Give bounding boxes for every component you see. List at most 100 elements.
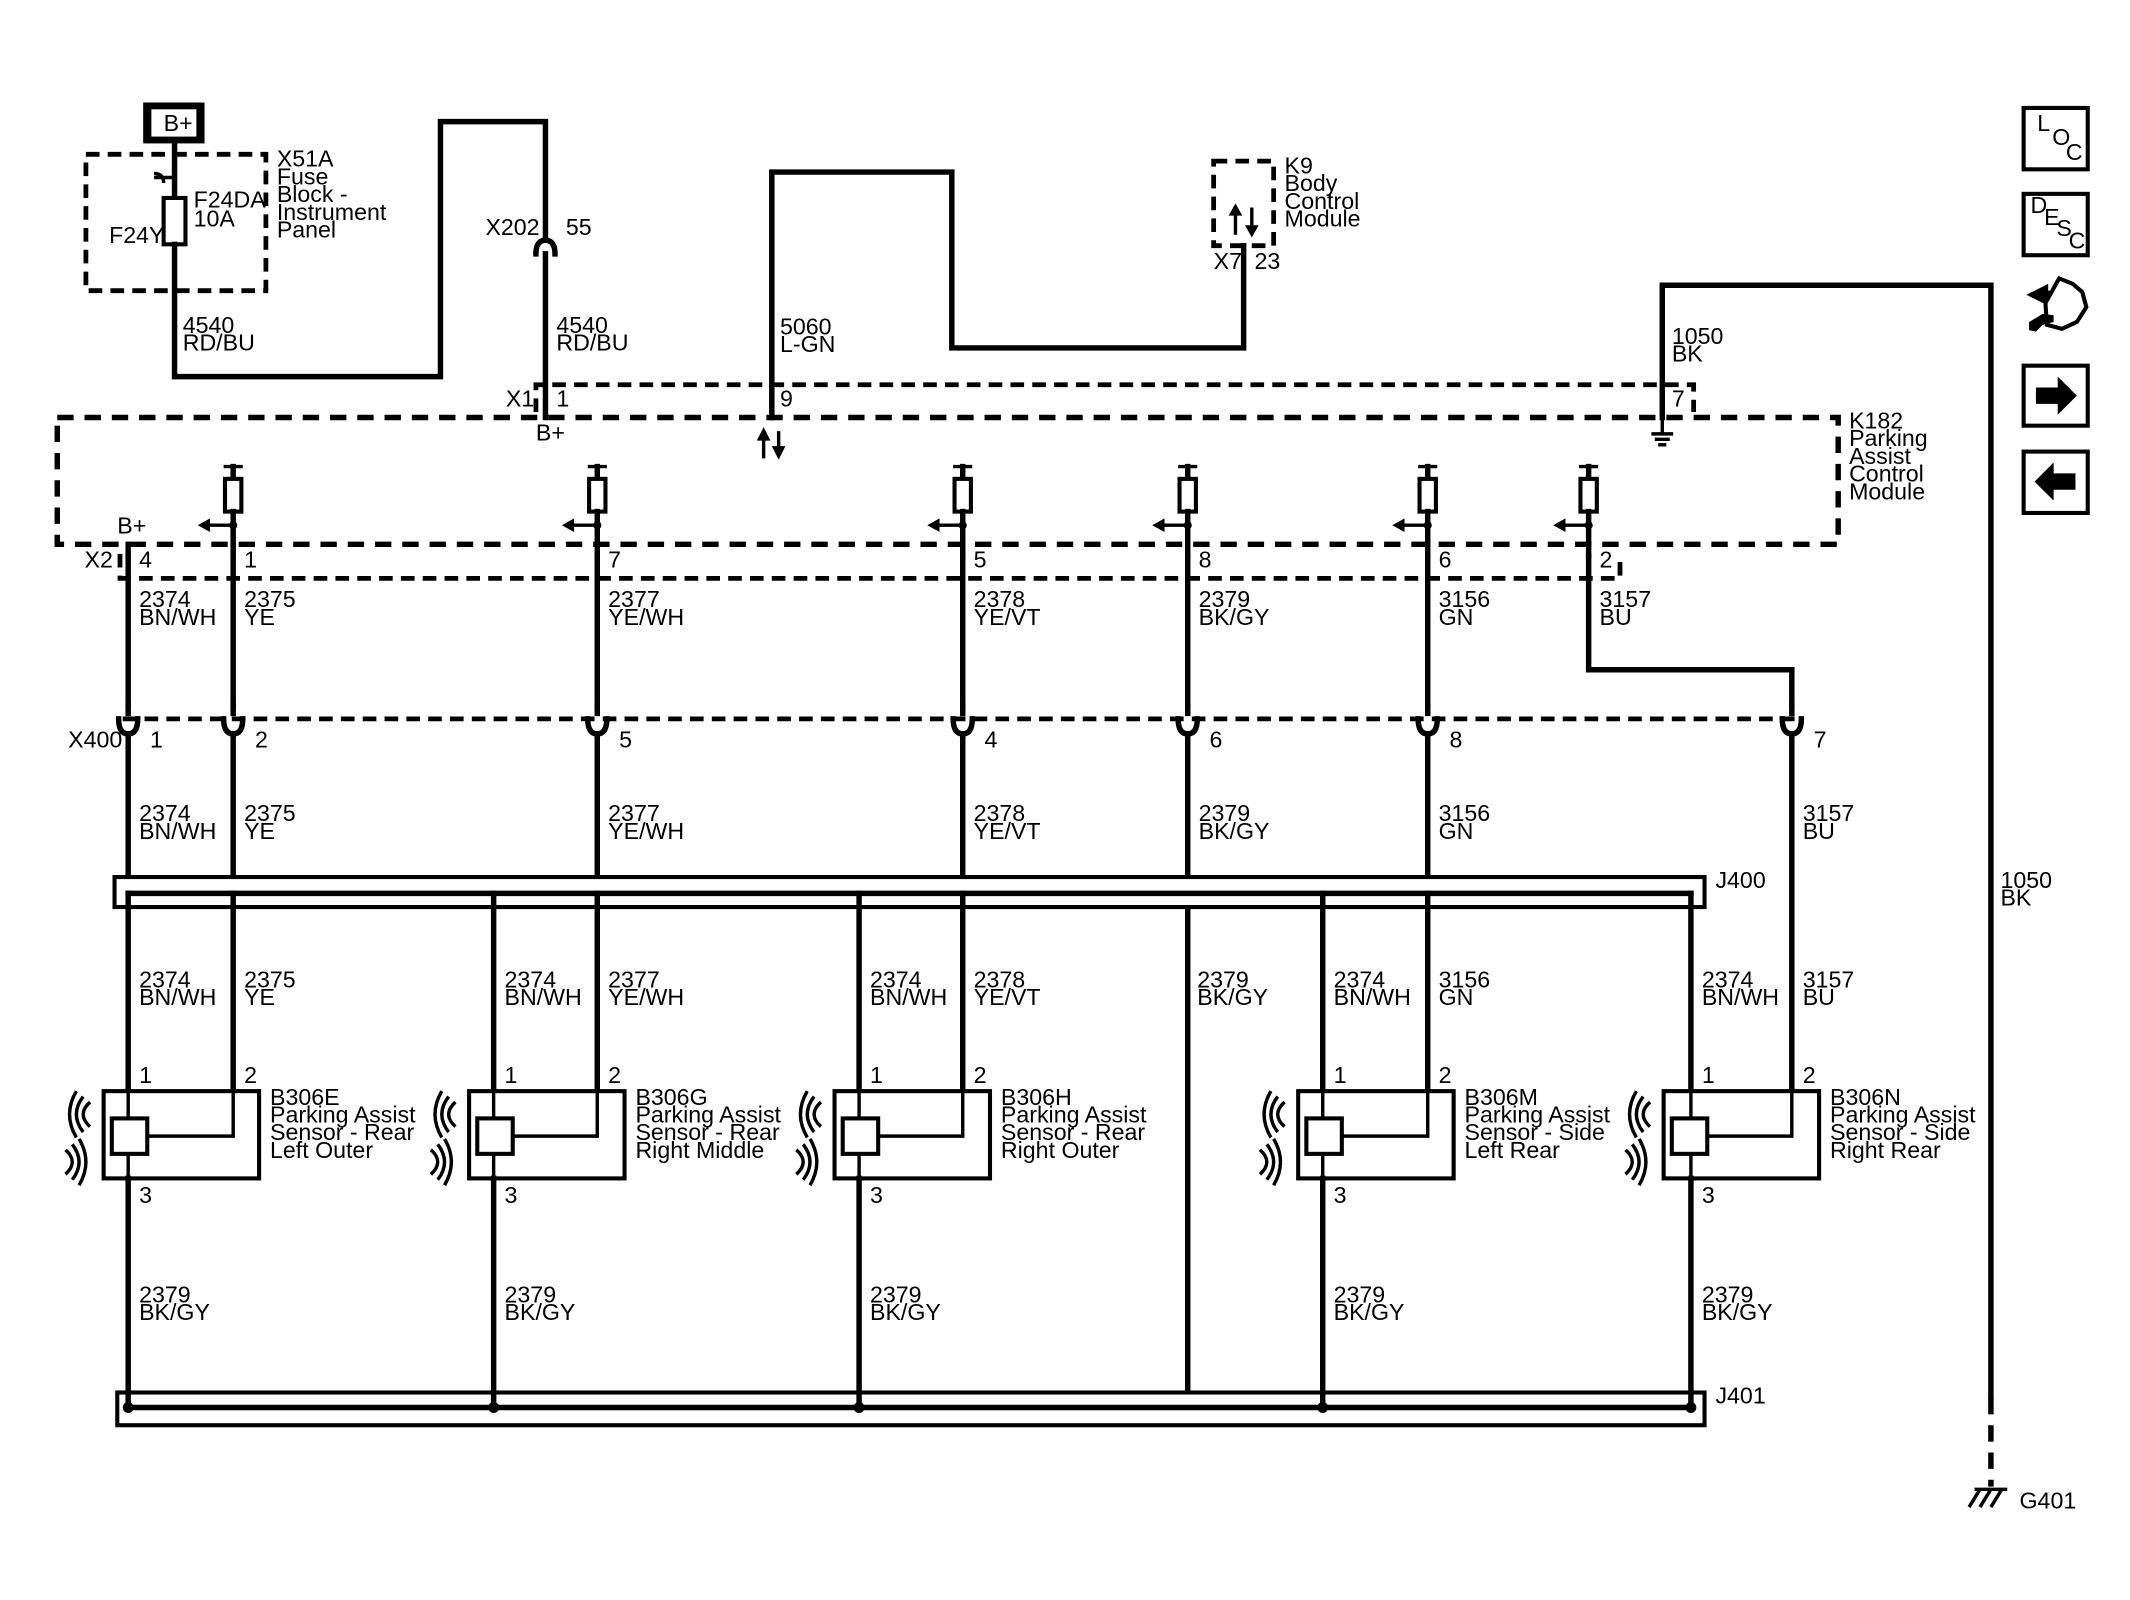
splice-dot	[1685, 1402, 1697, 1413]
svg-text:C: C	[2066, 139, 2083, 165]
connector-tools-icon[interactable]	[2026, 275, 2089, 332]
wire-label: 2374	[870, 966, 922, 992]
connector-pin: 1	[1334, 1062, 1347, 1088]
sensor-name: Parking Assist	[635, 1102, 781, 1128]
ground-label: G401	[2020, 1487, 2077, 1513]
svg-text:23: 23	[1255, 248, 1281, 274]
connector-pin: 8	[1450, 726, 1463, 752]
splice-dot	[1317, 1402, 1329, 1413]
arrow-right-icon	[2035, 376, 2077, 415]
connector-pin: 4	[139, 547, 152, 573]
connector-pin: 2	[1439, 1062, 1452, 1088]
sensor-element	[475, 1116, 515, 1156]
svg-text:D: D	[2030, 192, 2047, 218]
connector-pin: 6	[1210, 726, 1223, 752]
sensor-name: Sensor - Rear	[635, 1119, 780, 1145]
wire-label: BK/GY	[1199, 604, 1270, 630]
wire-label: GN	[1439, 604, 1474, 630]
svg-text:C: C	[2069, 227, 2086, 253]
sensor-element	[109, 1116, 150, 1156]
wire-label: YE/VT	[974, 604, 1041, 630]
sensor-name: Right Rear	[1830, 1137, 1941, 1163]
svg-text:Module: Module	[1849, 478, 1925, 504]
ultrasonic-wave-icon	[795, 1090, 823, 1187]
svg-text:S: S	[2056, 215, 2071, 241]
wire-label: BK/GY	[1197, 984, 1268, 1010]
wire-label: 2377	[608, 966, 660, 992]
sensor-driver-symbol	[1553, 463, 1599, 548]
desc-button[interactable]: D E S C	[2021, 191, 2090, 258]
svg-text:Control: Control	[1849, 461, 1924, 487]
sensor-element	[1669, 1116, 1710, 1156]
svg-text:B+: B+	[164, 110, 193, 136]
wire-label: YE	[244, 604, 275, 630]
svg-text:9: 9	[780, 386, 793, 412]
wire-label: 2379	[1199, 800, 1251, 826]
ultrasonic-wave-icon	[64, 1090, 92, 1187]
back-button[interactable]	[2021, 449, 2090, 515]
loc-button[interactable]: L O C	[2021, 105, 2090, 172]
ultrasonic-wave-icon	[1258, 1090, 1286, 1187]
svg-text:X7: X7	[1214, 248, 1242, 274]
svg-text:L: L	[2037, 110, 2050, 136]
wire-label: 2374	[1334, 966, 1386, 992]
connector-pin: 1	[139, 1062, 152, 1088]
x1-connector-outline	[533, 382, 1697, 413]
wire-label: YE	[244, 984, 275, 1010]
sensor-name: Right Middle	[635, 1137, 764, 1163]
connector-pin: 6	[1439, 547, 1452, 573]
sensor-name: Parking Assist	[1465, 1102, 1611, 1128]
wire-label: 1050	[1672, 323, 1724, 349]
wire-label: 2379	[139, 1282, 191, 1308]
wire-label: 2377	[608, 586, 660, 612]
connector-pin: 1	[505, 1062, 518, 1088]
wire-label: 3157	[1803, 800, 1855, 826]
wire-label: 3156	[1439, 966, 1491, 992]
splice-dot	[122, 1402, 134, 1413]
sensor-driver-symbol	[1392, 463, 1438, 548]
wire-label: RD/BU	[556, 330, 628, 356]
wire-label: 3156	[1439, 586, 1491, 612]
wire-label: 2375	[244, 800, 296, 826]
connector-pin: 7	[608, 547, 621, 573]
sensor-id: B306M	[1465, 1084, 1538, 1110]
wire-label: 2374	[139, 800, 191, 826]
connector-pin: 1	[150, 726, 163, 752]
connector-pin: 3	[1334, 1182, 1347, 1208]
sensor-driver-symbol	[561, 463, 608, 548]
wire-label: BN/WH	[139, 984, 216, 1010]
wire-label: 4540	[183, 312, 235, 338]
svg-text:B+: B+	[117, 512, 146, 538]
wire-label: BK/GY	[505, 1299, 576, 1325]
x400-connector: X400	[68, 716, 1803, 752]
forward-button[interactable]	[2021, 363, 2090, 428]
k9-outline	[1211, 158, 1277, 249]
wire-label: L-GN	[780, 331, 835, 357]
sensor-element	[1304, 1116, 1344, 1156]
fuse-id: F24DA	[194, 187, 267, 213]
wire-label: 2379	[870, 1282, 922, 1308]
wire-label: 3157	[1803, 966, 1855, 992]
wire-label: BN/WH	[505, 984, 582, 1010]
wire-label: BN/WH	[1702, 984, 1779, 1010]
svg-text:X2: X2	[85, 547, 113, 573]
connector-label: X202	[485, 214, 539, 240]
chassis-ground-icon	[1967, 1487, 2008, 1508]
k9-label: K9	[1285, 152, 1313, 178]
connector-pin: 8	[1199, 547, 1212, 573]
wire-label: 2374	[1702, 966, 1754, 992]
module-ground-icon	[1651, 417, 1674, 447]
wire-label: BK	[1672, 341, 1703, 367]
wire-label: 2378	[974, 800, 1026, 826]
connector-pin: 2	[255, 726, 268, 752]
wire-label: GN	[1439, 818, 1474, 844]
connector-pin: 1	[1702, 1062, 1715, 1088]
connector-pin: 7	[1814, 726, 1827, 752]
wire	[1585, 553, 1795, 710]
fuse-alt-id: F24Y	[109, 222, 164, 248]
wire-label: BU	[1803, 818, 1835, 844]
wire-label: 1050	[2000, 867, 2052, 893]
battery-symbol: B+	[143, 102, 205, 144]
